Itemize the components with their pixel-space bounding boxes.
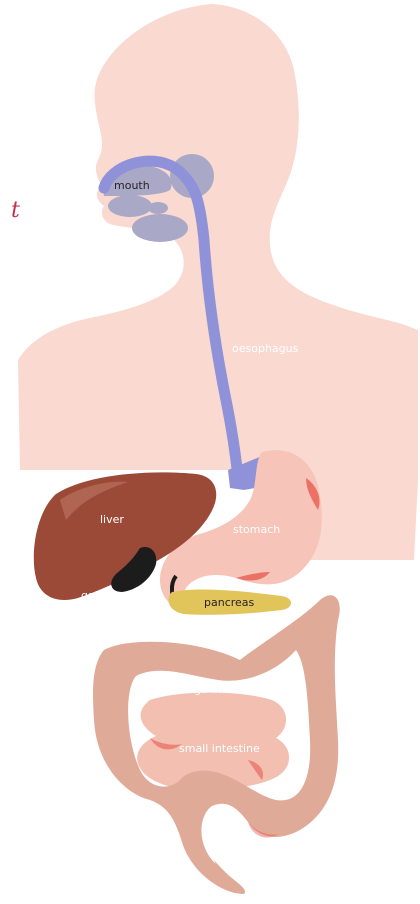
label-mouth: mouth [114, 179, 150, 192]
label-small-intestine: small intestine [179, 742, 260, 755]
label-large-intestine: large intestine [180, 683, 259, 696]
salivary-gland-lower [132, 214, 188, 242]
body-silhouette [18, 4, 418, 560]
margin-mark: t [11, 198, 20, 223]
label-liver: liver [100, 513, 124, 526]
label-gall: gall [81, 589, 101, 602]
label-bladder: bladder [81, 603, 123, 616]
label-stomach: stomach [233, 523, 280, 536]
lip [148, 202, 168, 214]
label-pancreas: pancreas [204, 596, 254, 609]
label-oesophagus: oesophagus [232, 342, 298, 355]
tongue [108, 195, 152, 217]
